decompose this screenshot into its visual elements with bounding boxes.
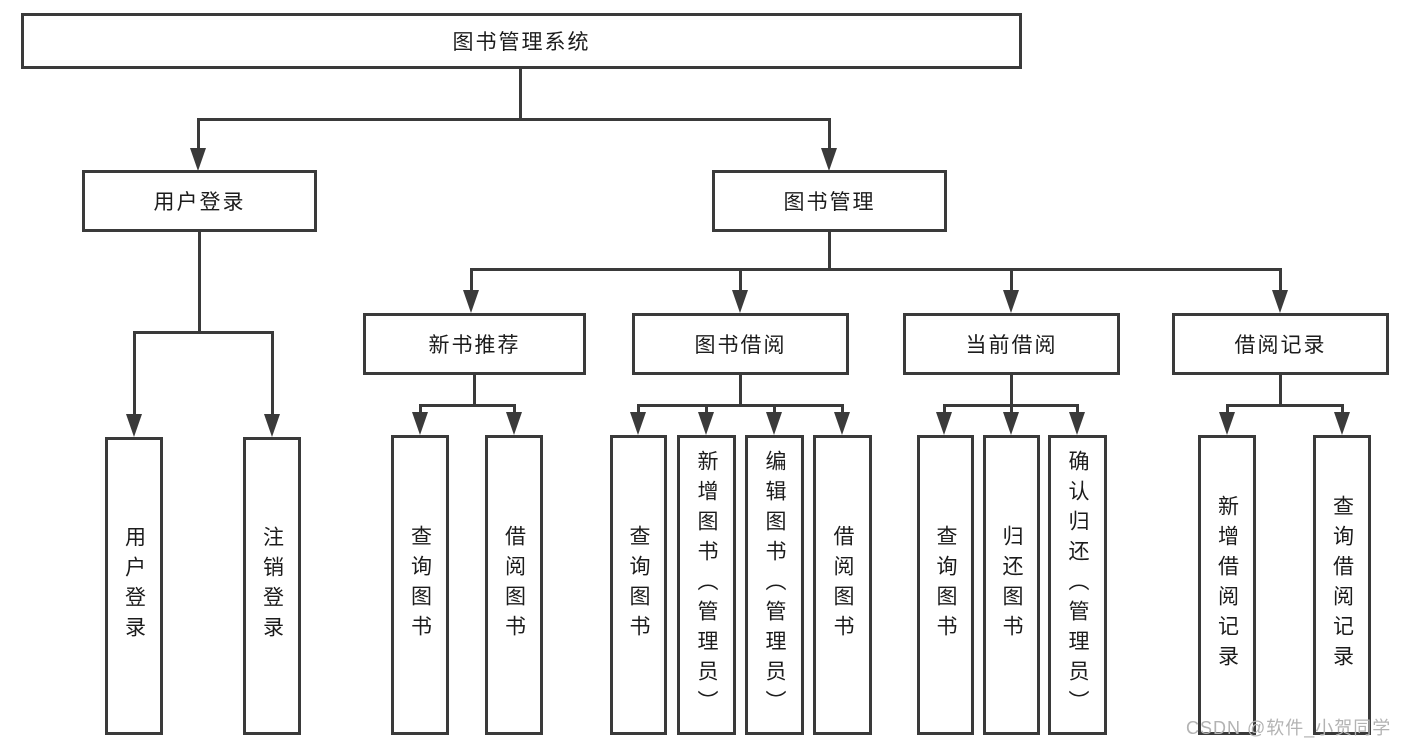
connector-line [419, 404, 516, 407]
leaf-cb-query-books: 查询图书 [917, 435, 974, 735]
node-borrow-records: 借阅记录 [1172, 313, 1389, 375]
leaf-br-add-record: 新增借阅记录 [1198, 435, 1256, 735]
leaf-logout-label: 注销登录 [260, 526, 284, 646]
arrow-down-icon [1334, 412, 1350, 435]
connector-line [1010, 271, 1013, 290]
node-library-management-system: 图书管理系统 [21, 13, 1022, 69]
connector-line [197, 120, 200, 152]
leaf-nb-borrow-books: 借阅图书 [485, 435, 543, 735]
connector-line [470, 268, 1282, 271]
leaf-br-query-record-label: 查询借阅记录 [1330, 495, 1354, 675]
leaf-user-login: 用户登录 [105, 437, 163, 735]
connector-line [739, 375, 742, 406]
leaf-cb-query-books-label: 查询图书 [934, 525, 957, 645]
connector-line [1010, 375, 1013, 406]
connector-line [1279, 271, 1282, 290]
connector-line [133, 333, 136, 415]
connector-line [943, 406, 946, 413]
arrow-down-icon [698, 412, 714, 435]
connector-line [271, 333, 274, 415]
arrow-down-icon [732, 290, 748, 313]
arrow-down-icon [936, 412, 952, 435]
leaf-cb-return-books: 归还图书 [983, 435, 1040, 735]
leaf-br-add-record-label: 新增借阅记录 [1215, 495, 1239, 675]
leaf-br-query-record: 查询借阅记录 [1313, 435, 1371, 735]
connector-line [473, 375, 476, 406]
arrow-down-icon [1003, 290, 1019, 313]
connector-line [637, 404, 844, 407]
leaf-bb-edit-books-admin-label: 编辑图书（管理员） [763, 450, 786, 720]
connector-line [1076, 406, 1079, 413]
leaf-nb-query-books-label: 查询图书 [408, 525, 432, 645]
node-book-borrow: 图书借阅 [632, 313, 849, 375]
leaf-nb-query-books: 查询图书 [391, 435, 449, 735]
leaf-bb-query-books-label: 查询图书 [627, 525, 650, 645]
connector-line [943, 404, 1079, 407]
connector-line [841, 406, 844, 413]
connector-line [705, 406, 708, 413]
node-book-management: 图书管理 [712, 170, 947, 232]
arrow-down-icon [463, 290, 479, 313]
connector-line [773, 406, 776, 413]
arrow-down-icon [1069, 412, 1085, 435]
connector-line [1226, 406, 1229, 413]
arrow-down-icon [766, 412, 782, 435]
leaf-nb-borrow-books-label: 借阅图书 [502, 525, 526, 645]
arrow-down-icon [264, 414, 280, 437]
connector-line [513, 406, 516, 413]
connector-line [198, 232, 201, 333]
connector-line [739, 271, 742, 290]
leaf-bb-borrow-books-label: 借阅图书 [831, 525, 854, 645]
connector-line [1010, 406, 1013, 413]
arrow-down-icon [190, 148, 206, 171]
leaf-bb-add-books-admin-label: 新增图书（管理员） [695, 450, 718, 720]
leaf-user-login-label: 用户登录 [122, 526, 146, 646]
arrow-down-icon [1003, 412, 1019, 435]
connector-line [1226, 404, 1344, 407]
connector-line [197, 118, 831, 121]
leaf-cb-return-books-label: 归还图书 [1000, 525, 1023, 645]
node-new-book-recommend: 新书推荐 [363, 313, 586, 375]
csdn-watermark: CSDN @软件_小贺同学 [1186, 718, 1392, 738]
connector-line [419, 406, 422, 413]
connector-line [828, 120, 831, 152]
arrow-down-icon [1272, 290, 1288, 313]
leaf-logout: 注销登录 [243, 437, 301, 735]
arrow-down-icon [126, 414, 142, 437]
connector-line [470, 271, 473, 290]
leaf-cb-confirm-return-admin: 确认归还（管理员） [1048, 435, 1107, 735]
node-current-borrow: 当前借阅 [903, 313, 1120, 375]
leaf-bb-query-books: 查询图书 [610, 435, 667, 735]
leaf-bb-edit-books-admin: 编辑图书（管理员） [745, 435, 804, 735]
leaf-bb-add-books-admin: 新增图书（管理员） [677, 435, 736, 735]
connector-line [519, 69, 522, 120]
node-user-login: 用户登录 [82, 170, 317, 232]
leaf-cb-confirm-return-admin-label: 确认归还（管理员） [1066, 450, 1089, 720]
connector-line [1279, 375, 1282, 406]
leaf-bb-borrow-books: 借阅图书 [813, 435, 872, 735]
arrow-down-icon [834, 412, 850, 435]
connector-line [1341, 406, 1344, 413]
connector-line [637, 406, 640, 413]
arrow-down-icon [412, 412, 428, 435]
arrow-down-icon [630, 412, 646, 435]
arrow-down-icon [506, 412, 522, 435]
connector-line [133, 331, 274, 334]
arrow-down-icon [821, 148, 837, 171]
arrow-down-icon [1219, 412, 1235, 435]
connector-line [828, 232, 831, 271]
